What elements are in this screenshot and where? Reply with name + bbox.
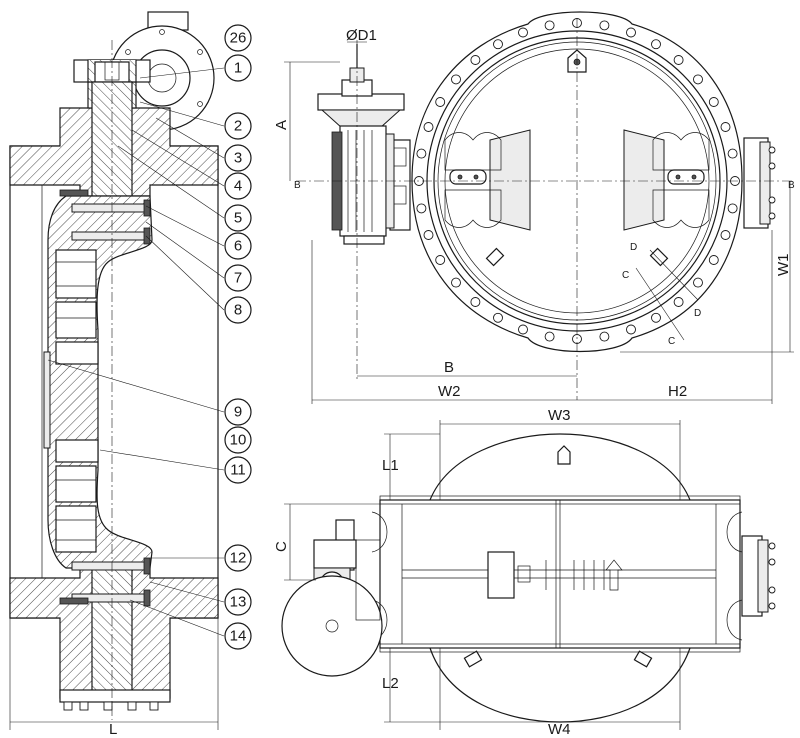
svg-text:2: 2 <box>234 118 242 135</box>
svg-text:3: 3 <box>234 150 242 167</box>
dim-L1: L1 <box>382 457 399 474</box>
callout-10: 10 <box>224 426 252 454</box>
callout-5: 5 <box>224 204 252 232</box>
gear-operator <box>317 44 405 245</box>
bolt-hole <box>493 312 503 323</box>
bolt-hole <box>599 20 610 31</box>
section-view: L 26 1 2 3 4 5 6 7 8 9 <box>9 11 252 738</box>
label-C-2: C <box>668 336 675 347</box>
callout-13: 13 <box>224 588 252 616</box>
svg-text:8: 8 <box>234 302 242 319</box>
bolt-hole <box>673 55 684 65</box>
flange-bolt-holes <box>414 18 740 344</box>
bolt-hole <box>518 324 528 335</box>
callout-8: 8 <box>224 296 252 324</box>
callout-4: 4 <box>224 172 252 200</box>
callout-11: 11 <box>224 456 252 484</box>
bolt-hole <box>727 148 738 159</box>
bolt-hole <box>626 27 636 38</box>
bolt-hole <box>626 324 636 335</box>
dim-W1: W1 <box>775 254 792 277</box>
bolt-hole <box>423 230 434 240</box>
top-view: C W3 W4 L1 L2 <box>273 407 776 738</box>
bolt-hole <box>673 297 684 307</box>
section-B-right: B <box>788 180 795 191</box>
bolt-hole <box>651 312 661 323</box>
bolt-hole <box>435 97 446 107</box>
bolt-hole <box>720 230 731 240</box>
dim-B: B <box>444 359 454 376</box>
section-B-left: B <box>294 180 301 191</box>
bolt-hole <box>493 39 503 50</box>
callout-12: 12 <box>224 544 252 572</box>
svg-text:4: 4 <box>234 178 242 195</box>
bolt-hole <box>451 74 461 85</box>
label-D-1: D <box>630 242 637 253</box>
bolt-hole <box>708 97 719 107</box>
svg-text:9: 9 <box>234 404 242 421</box>
callout-26: 26 <box>224 24 252 52</box>
bolt-hole <box>599 331 610 342</box>
right-actuator-plate <box>743 137 776 229</box>
bolt-hole <box>651 39 661 50</box>
callout-9: 9 <box>224 398 252 426</box>
callout-6: 6 <box>224 232 252 260</box>
svg-text:12: 12 <box>230 550 247 567</box>
callout-2: 2 <box>224 112 252 140</box>
bolt-hole <box>720 122 731 132</box>
disc-ribs <box>55 249 99 553</box>
callout-7: 7 <box>224 264 252 292</box>
bolt-hole <box>544 331 555 342</box>
bolt-hole <box>693 74 703 85</box>
disc-internals <box>389 49 710 267</box>
label-D-2: D <box>694 308 701 319</box>
upper-pins <box>59 189 151 245</box>
dim-H2: H2 <box>668 383 687 400</box>
handwheel <box>281 519 383 677</box>
svg-text:5: 5 <box>234 210 242 227</box>
dim-D1: ØD1 <box>346 27 377 44</box>
callout-3: 3 <box>224 144 252 172</box>
dim-L: L <box>109 721 117 738</box>
bolt-hole <box>470 297 481 307</box>
callout-1: 1 <box>224 54 252 82</box>
front-view: ØD1 A B B B W2 H2 W1 C C D D <box>273 11 795 404</box>
dim-C-top: C <box>273 541 290 552</box>
svg-text:14: 14 <box>230 628 247 645</box>
dim-W2: W2 <box>438 383 461 400</box>
svg-text:7: 7 <box>234 270 242 287</box>
svg-text:1: 1 <box>234 60 242 77</box>
dim-W3: W3 <box>548 407 571 424</box>
svg-text:10: 10 <box>230 432 247 449</box>
bolt-hole <box>470 55 481 65</box>
dim-W4: W4 <box>548 721 571 738</box>
label-C-1: C <box>622 270 629 281</box>
svg-text:13: 13 <box>230 594 247 611</box>
lower-pins <box>59 557 151 607</box>
svg-text:6: 6 <box>234 238 242 255</box>
bolt-hole <box>727 203 738 214</box>
bolt-hole <box>518 27 528 38</box>
callout-14: 14 <box>224 622 252 650</box>
bolt-hole <box>435 255 446 265</box>
bolt-hole <box>451 277 461 288</box>
bolt-hole <box>693 277 703 288</box>
bolt-hole <box>544 20 555 31</box>
svg-text:11: 11 <box>230 462 246 479</box>
bolt-hole <box>416 148 427 159</box>
bolt-hole <box>708 255 719 265</box>
bolt-hole <box>416 203 427 214</box>
svg-text:26: 26 <box>230 30 247 47</box>
dim-A: A <box>273 120 290 130</box>
bolt-hole <box>423 122 434 132</box>
dim-L2: L2 <box>382 675 399 692</box>
